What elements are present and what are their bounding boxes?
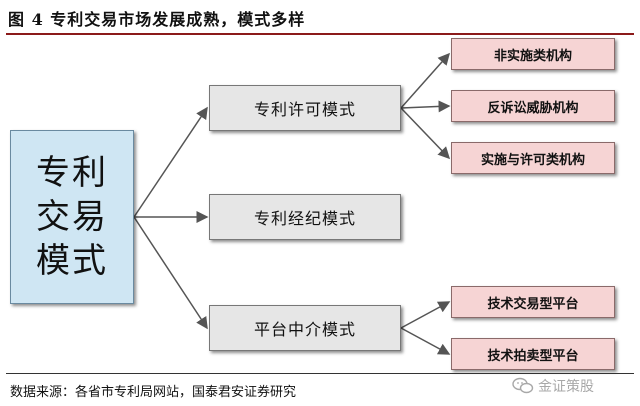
anti-litigation-institution-label: 反诉讼威胁机构 <box>487 100 579 116</box>
patent-brokerage-mode-label: 专利经纪模式 <box>253 209 356 228</box>
arrow-main-to-platform <box>133 216 208 330</box>
watermark: 金证策股 <box>512 376 594 396</box>
technology-trading-platform-label: 技术交易型平台 <box>487 296 579 312</box>
arrow-licensing-to-npe <box>400 52 450 109</box>
patent-licensing-mode-box: 专利许可模式 <box>209 85 401 131</box>
technology-auction-platform-box: 技术拍卖型平台 <box>451 338 615 370</box>
arrow-platform-to-trading <box>400 301 451 329</box>
figure-title: 图 4 专利交易市场发展成熟，模式多样 <box>8 10 306 29</box>
patent-licensing-mode-label: 专利许可模式 <box>253 100 356 119</box>
platform-intermediary-mode-label: 平台中介模式 <box>253 320 356 339</box>
technology-trading-platform-box: 技术交易型平台 <box>451 286 615 318</box>
footer-rule <box>6 373 634 374</box>
npe-institution-label: 非实施类机构 <box>493 48 572 64</box>
wechat-icon <box>512 377 534 394</box>
title-rule <box>6 33 634 35</box>
arrow-licensing-to-practicing <box>400 107 451 160</box>
technology-auction-platform-label: 技术拍卖型平台 <box>487 348 579 364</box>
patent-trading-mode-box: 专利交易模式 <box>10 130 134 304</box>
patent-trading-mode-label: 专利交易模式 <box>36 153 108 281</box>
arrow-main-to-licensing <box>133 106 208 218</box>
arrow-licensing-to-defensive <box>400 100 451 113</box>
anti-litigation-institution-box: 反诉讼威胁机构 <box>451 90 615 122</box>
patent-brokerage-mode-box: 专利经纪模式 <box>209 194 401 240</box>
npe-institution-box: 非实施类机构 <box>451 38 615 70</box>
platform-intermediary-mode-box: 平台中介模式 <box>209 305 401 351</box>
practicing-licensing-institution-box: 实施与许可类机构 <box>451 142 615 174</box>
watermark-text: 金证策股 <box>538 379 594 395</box>
arrow-platform-to-auction <box>400 327 451 355</box>
data-source-note: 数据来源：各省市专利局网站，国泰君安证券研究 <box>10 385 297 400</box>
practicing-licensing-institution-label: 实施与许可类机构 <box>480 152 585 168</box>
